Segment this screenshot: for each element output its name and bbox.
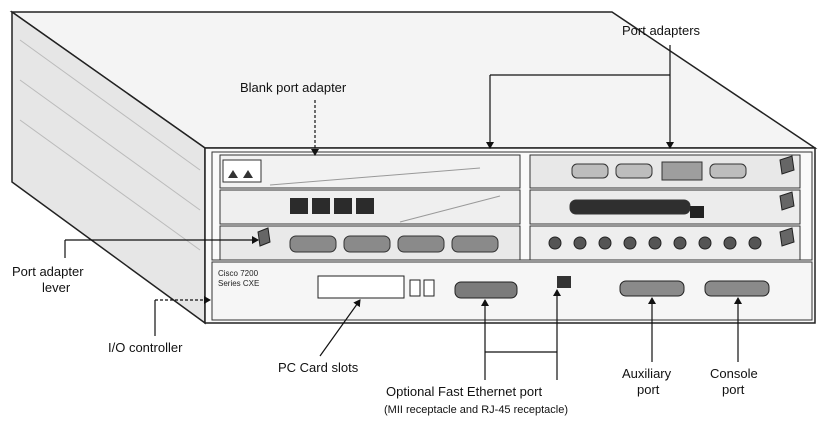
rj45-port — [557, 276, 571, 288]
port-adapter-slot-0 — [220, 155, 520, 188]
label-auxiliary-2: port — [637, 382, 660, 397]
label-port-adapter-lever-1: Port adapter — [12, 264, 84, 279]
label-auxiliary-1: Auxiliary — [622, 366, 672, 381]
label-console-2: port — [722, 382, 745, 397]
io-controller: Cisco 7200 Series CXE — [212, 262, 812, 320]
label-fast-ethernet-1: Optional Fast Ethernet port — [386, 384, 542, 399]
label-port-adapters: Port adapters — [622, 23, 701, 38]
label-blank-port-adapter: Blank port adapter — [240, 80, 347, 95]
port-adapter-slot-5 — [530, 226, 800, 260]
controller-marking-2: Series CXE — [218, 279, 259, 288]
label-port-adapter-lever-2: lever — [42, 280, 71, 295]
label-console-1: Console — [710, 366, 758, 381]
fast-ethernet-mii-port — [455, 282, 517, 298]
auxiliary-port-connector — [620, 281, 684, 296]
port-adapter-slot-2 — [220, 190, 520, 224]
port-adapter-slot-1 — [530, 155, 800, 188]
label-fast-ethernet-2: (MII receptacle and RJ-45 receptacle) — [384, 404, 568, 416]
console-port-connector — [705, 281, 769, 296]
controller-marking-1: Cisco 7200 — [218, 269, 259, 278]
port-adapter-slot-3 — [530, 190, 800, 224]
pc-card-slot — [318, 276, 404, 298]
label-pc-card-slots: PC Card slots — [278, 360, 359, 375]
label-io-controller: I/O controller — [108, 340, 183, 355]
